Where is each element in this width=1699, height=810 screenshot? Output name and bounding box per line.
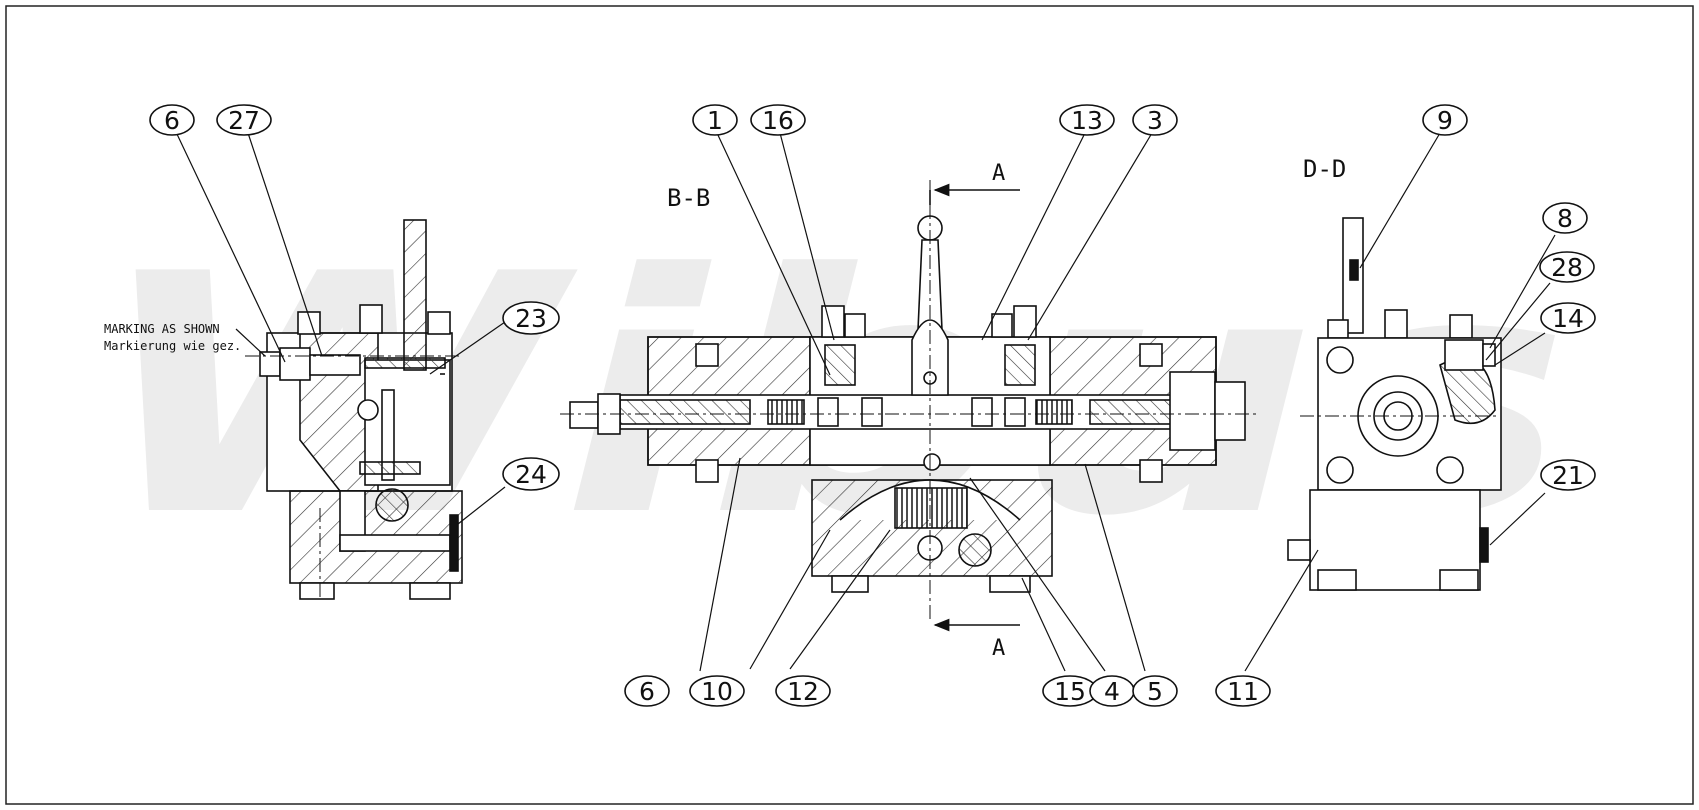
balloon-1: 1 — [692, 104, 738, 136]
balloon-10: 10 — [689, 675, 745, 707]
balloon-5: 5 — [1132, 675, 1178, 707]
balloon-14: 14 — [1540, 302, 1596, 334]
balloon-15: 15 — [1042, 675, 1098, 707]
svg-text:1: 1 — [707, 106, 723, 135]
left-view — [245, 219, 463, 600]
svg-text:4: 4 — [1104, 677, 1120, 706]
svg-text:8: 8 — [1557, 204, 1573, 233]
svg-text:3: 3 — [1147, 106, 1163, 135]
section-label-d-d: D-D — [1303, 155, 1346, 183]
svg-text:12: 12 — [787, 677, 819, 706]
svg-text:24: 24 — [515, 460, 547, 489]
svg-text:6: 6 — [164, 106, 180, 135]
balloon-24: 24 — [502, 457, 560, 491]
svg-text:13: 13 — [1071, 106, 1103, 135]
svg-text:14: 14 — [1552, 304, 1584, 333]
svg-text:9: 9 — [1437, 106, 1453, 135]
svg-text:16: 16 — [762, 106, 794, 135]
marking-note-line1: MARKING AS SHOWN — [104, 322, 220, 336]
section-label-a-bottom: A — [992, 636, 1005, 661]
svg-text:23: 23 — [515, 304, 547, 333]
svg-text:5: 5 — [1147, 677, 1163, 706]
balloon-4: 4 — [1089, 675, 1135, 707]
svg-text:15: 15 — [1054, 677, 1086, 706]
balloon-12: 12 — [775, 675, 831, 707]
svg-text:10: 10 — [701, 677, 733, 706]
marking-note-line2: Markierung wie gez. — [104, 339, 241, 353]
svg-text:28: 28 — [1551, 253, 1583, 282]
balloon-6-bottom: 6 — [624, 675, 670, 707]
balloon-11: 11 — [1215, 675, 1271, 707]
balloon-6-left: 6 — [149, 104, 195, 136]
center-view — [560, 180, 1260, 632]
right-view — [1287, 217, 1502, 591]
section-label-b-b: B-B — [667, 184, 710, 212]
svg-text:27: 27 — [228, 106, 260, 135]
section-label-a-top: A — [992, 161, 1005, 186]
drawing-frame — [5, 5, 1694, 805]
balloon-3: 3 — [1132, 104, 1178, 136]
svg-text:11: 11 — [1227, 677, 1259, 706]
leader-lines — [175, 131, 1556, 672]
balloon-13: 13 — [1059, 104, 1115, 136]
balloon-16: 16 — [750, 104, 806, 136]
balloon-9: 9 — [1422, 104, 1468, 136]
balloon-23: 23 — [502, 301, 560, 335]
svg-text:21: 21 — [1552, 461, 1584, 490]
balloon-28: 28 — [1539, 251, 1595, 283]
balloon-8: 8 — [1542, 202, 1588, 234]
balloon-21: 21 — [1540, 459, 1596, 491]
balloon-27: 27 — [216, 104, 272, 136]
svg-text:6: 6 — [639, 677, 655, 706]
